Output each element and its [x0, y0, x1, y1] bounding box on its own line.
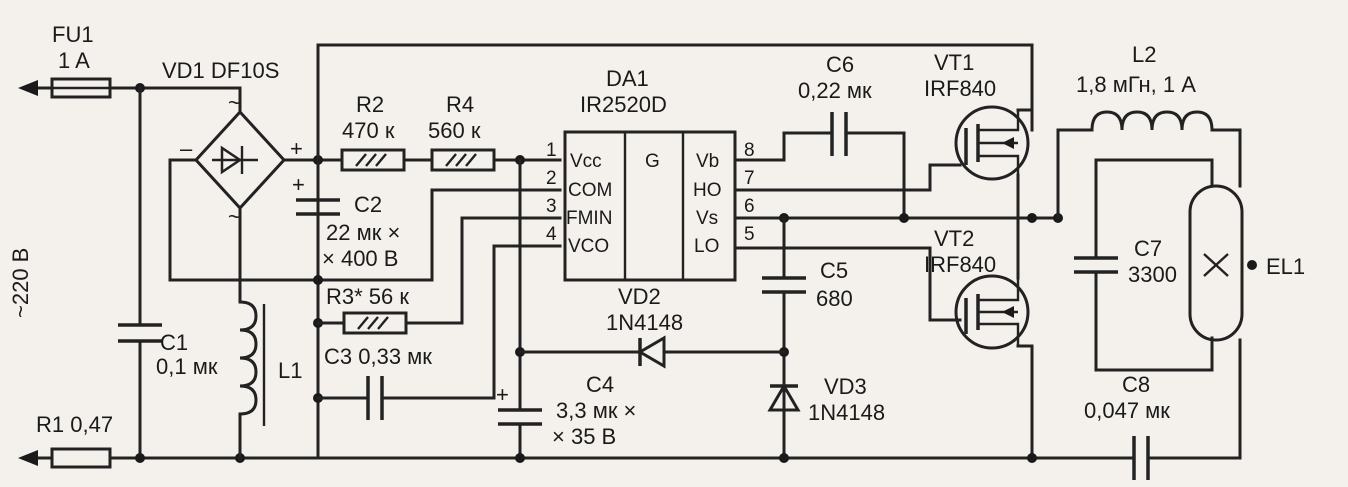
l1-label: L1: [278, 358, 302, 383]
c1-name: C1: [160, 330, 188, 355]
pin-1: 1: [546, 140, 557, 161]
r3-label: R3* 56 к: [326, 284, 409, 309]
c4-value1: 3,3 мк ×: [556, 398, 636, 423]
vt2-name: VT2: [934, 226, 974, 251]
c7-value: 3300: [1128, 262, 1177, 287]
vt1-part: IRF840: [924, 76, 996, 101]
pin-vs: Vs: [696, 208, 718, 229]
vt2-part: IRF840: [924, 252, 996, 277]
r1-label: R1 0,47: [36, 412, 113, 437]
c5-name: C5: [820, 258, 848, 283]
pin-fmin: FMIN: [566, 208, 612, 229]
c2-value1: 22 мк ×: [326, 220, 400, 245]
vd3-part: 1N4148: [808, 400, 885, 425]
resistor-r2: [340, 148, 406, 172]
resistor-r4: [430, 148, 496, 172]
pin-4: 4: [546, 224, 557, 245]
pin-8: 8: [744, 140, 755, 161]
pin-2: 2: [546, 168, 557, 189]
pin-g: G: [645, 151, 660, 172]
bridge-ac1: ~: [228, 90, 241, 115]
pin-vb: Vb: [696, 151, 719, 172]
r2-value: 470 к: [342, 118, 395, 143]
fu1-value: 1 A: [58, 48, 90, 73]
diode-vd3: [767, 383, 801, 412]
capacitor-c2: [296, 198, 340, 216]
bridge-plus: +: [290, 136, 303, 161]
el1-label: EL1: [1266, 254, 1305, 279]
mains-terminal-bottom: [18, 450, 54, 466]
pin-3: 3: [546, 196, 557, 217]
pin-ho: HO: [693, 180, 722, 201]
da1-part: IR2520D: [580, 92, 667, 117]
diode-vd2: [637, 335, 666, 369]
mains-label: ~220 B: [8, 248, 33, 318]
mosfet-vt2: [954, 274, 1030, 350]
vd3-name: VD3: [824, 374, 867, 399]
bridge-vd1: [193, 109, 287, 211]
pin-vcc: Vcc: [570, 151, 602, 172]
c4-value2: × 35 B: [552, 424, 616, 449]
vd1-label: VD1 DF10S: [162, 58, 279, 83]
c6-name: C6: [826, 52, 854, 77]
lamp-el1: [1188, 184, 1257, 342]
r4-value: 560 к: [428, 118, 481, 143]
l2-name: L2: [1132, 42, 1156, 67]
vd2-part: 1N4148: [606, 310, 683, 335]
bridge-ac2: ~: [228, 204, 241, 229]
ic-da1: [563, 130, 737, 282]
c8-name: C8: [1122, 372, 1150, 397]
pin-7: 7: [744, 168, 755, 189]
c4-plus: +: [496, 382, 509, 407]
vt1-name: VT1: [934, 50, 974, 75]
c1-value: 0,1 мк: [156, 354, 218, 379]
resistor-r1: [50, 447, 112, 469]
c2-name: C2: [354, 192, 382, 217]
mosfet-vt1: [954, 105, 1030, 181]
c8-value: 0,047 мк: [1084, 398, 1170, 423]
vd2-name: VD2: [618, 284, 661, 309]
c6-value: 0,22 мк: [798, 78, 872, 103]
fuse-fu1: [50, 77, 112, 99]
fu1-name: FU1: [52, 22, 94, 47]
c2-value2: × 400 B: [322, 246, 398, 271]
c7-name: C7: [1134, 236, 1162, 261]
bridge-minus: –: [180, 136, 193, 161]
c5-value: 680: [816, 286, 853, 311]
pin-vco: VCO: [568, 236, 609, 257]
pin-com: COM: [568, 180, 612, 201]
r2-name: R2: [356, 92, 384, 117]
resistor-r3: [342, 311, 408, 335]
l2-value: 1,8 мГн, 1 A: [1076, 72, 1196, 97]
mains-terminal-top: [18, 80, 54, 96]
pin-6: 6: [744, 196, 755, 217]
pin-5: 5: [744, 224, 755, 245]
c3-label: C3 0,33 мк: [324, 344, 432, 369]
c2-plus: +: [292, 172, 305, 197]
da1-name: DA1: [606, 66, 649, 91]
r4-name: R4: [446, 92, 474, 117]
c4-name: C4: [586, 372, 614, 397]
pin-lo: LO: [694, 236, 719, 257]
